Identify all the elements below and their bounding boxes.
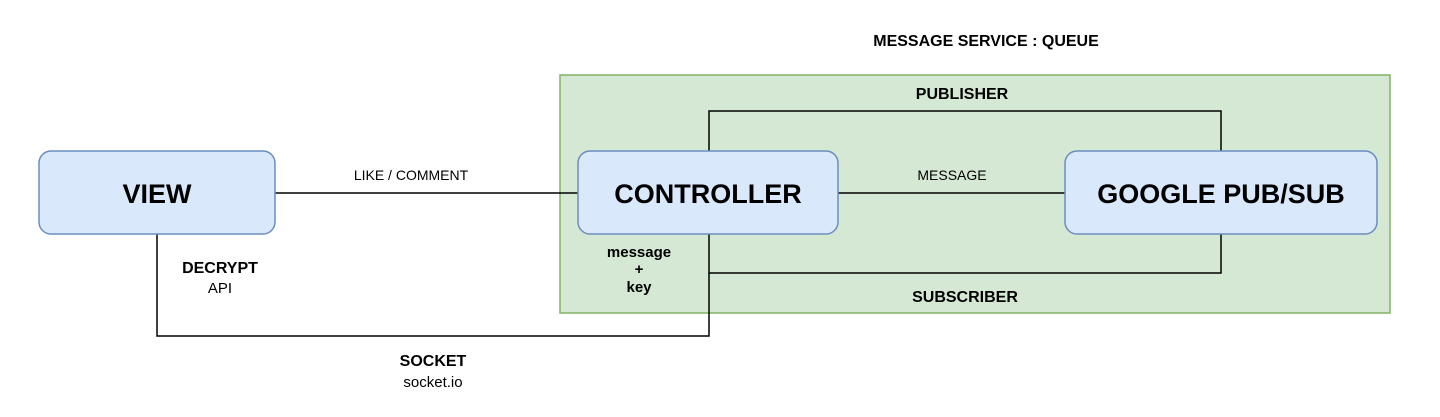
decrypt-label: DECRYPT bbox=[182, 260, 258, 277]
payload-plus-label: + bbox=[635, 261, 644, 278]
socket-io-label: socket.io bbox=[403, 374, 462, 391]
pubsub-node-label: GOOGLE PUB/SUB bbox=[1097, 179, 1345, 209]
controller-node[interactable]: CONTROLLER bbox=[577, 150, 839, 235]
payload-message-label: message bbox=[607, 244, 671, 261]
controller-node-label: CONTROLLER bbox=[614, 179, 801, 209]
socket-label: SOCKET bbox=[400, 353, 467, 370]
pubsub-node[interactable]: GOOGLE PUB/SUB bbox=[1064, 150, 1378, 235]
like-comment-label: LIKE / COMMENT bbox=[354, 167, 469, 183]
api-label: API bbox=[208, 280, 232, 297]
payload-key-label: key bbox=[626, 279, 652, 296]
message-label: MESSAGE bbox=[917, 167, 986, 183]
view-node-box bbox=[38, 150, 276, 235]
edge-subscriber bbox=[708, 234, 1222, 274]
controller-node-box bbox=[577, 150, 839, 235]
connectors bbox=[156, 110, 1222, 337]
container-title: MESSAGE SERVICE : QUEUE bbox=[873, 33, 1099, 50]
publisher-label: PUBLISHER bbox=[916, 86, 1009, 103]
edge-socket bbox=[156, 234, 710, 337]
subscriber-label: SUBSCRIBER bbox=[912, 289, 1018, 306]
view-node-label: VIEW bbox=[122, 179, 192, 209]
pubsub-node-box bbox=[1064, 150, 1378, 235]
edge-publisher bbox=[708, 110, 1222, 151]
view-node[interactable]: VIEW bbox=[38, 150, 276, 235]
